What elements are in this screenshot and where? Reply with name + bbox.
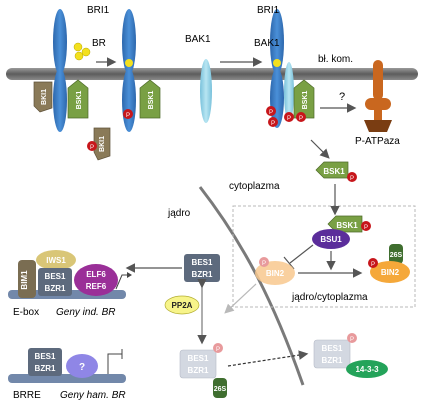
bki1-bound: BKI1 [33,81,53,113]
svg-text:BZR1: BZR1 [188,366,209,375]
svg-text:26S: 26S [390,252,403,259]
question-atpase: ? [339,91,345,103]
svg-text:P: P [350,176,354,182]
svg-text:BIN2: BIN2 [381,268,400,277]
bin2-degradation: 26S BIN2 P [368,244,410,283]
bsk1-cytoplasm: BSK1 P [315,161,357,182]
bki1-released: BKI1 P [87,127,111,161]
bsk1-bound-right: BSK1 [293,79,315,119]
svg-text:P: P [271,121,275,127]
bsk1-bsu1-complex: BSK1 P BSU1 [312,215,371,249]
brre-label: BRRE [13,390,41,401]
phospho-complex: P P P P [266,106,306,127]
repressed-genes-complex: BES1 BZR1 ? [8,348,126,383]
nucleus-cytoplasm-box [232,205,416,308]
arrow-bin2-to-bes1-faded [224,283,257,314]
bsk1-bound-left: BSK1 [67,79,89,119]
p-atpase-label: P-ATPaza [355,136,400,147]
arrow-to-1433 [227,350,309,367]
svg-text:BES1: BES1 [45,272,66,281]
svg-text:BSK1: BSK1 [76,91,83,110]
svg-text:P: P [216,347,220,353]
svg-text:IWS1: IWS1 [46,256,66,265]
svg-text:BZR1: BZR1 [322,356,343,365]
svg-text:BES1: BES1 [322,344,343,353]
svg-text:P: P [350,337,354,343]
bes1-bzr1-phospho: BES1 BZR1 P 26S [179,343,227,398]
svg-text:P: P [364,225,368,231]
svg-text:P: P [269,110,273,116]
svg-text:BIM1: BIM1 [20,270,29,290]
svg-text:14-3-3: 14-3-3 [355,365,379,374]
svg-text:?: ? [79,362,85,373]
svg-text:PP2A: PP2A [172,301,193,310]
induced-genes-complex: BIM1 IWS1 BES1 BZR1 ELF6 REF6 [8,250,132,299]
svg-text:BES1: BES1 [192,258,213,267]
svg-text:BSK1: BSK1 [323,167,345,176]
repressed-genes-label: Geny ham. BR [60,390,126,401]
nucleus-label: jądro [167,208,191,219]
svg-text:BSK1: BSK1 [336,221,358,230]
svg-text:P: P [262,261,266,267]
bak1-label-bound: BAK1 [254,38,280,49]
svg-text:P: P [371,262,375,268]
svg-text:BZR1: BZR1 [35,364,56,373]
bes1-bzr1-nucleus: BES1 BZR1 [184,254,220,282]
svg-text:P: P [299,116,303,122]
svg-text:ELF6: ELF6 [86,270,106,279]
svg-text:BSK1: BSK1 [148,91,155,110]
svg-text:BSU1: BSU1 [320,235,342,244]
svg-text:BES1: BES1 [188,354,209,363]
ebox-label: E-box [13,307,39,318]
p-atpase [364,60,392,132]
bri1-label-left: BRI1 [87,5,110,16]
bes1-bzr1-1433: BES1 BZR1 P 14-3-3 [313,333,388,378]
phospho-bri1-middle: P [123,109,133,119]
svg-text:BZR1: BZR1 [45,284,66,293]
svg-text:P: P [287,116,291,122]
nucleus-cytoplasm-label: jądro/cytoplazma [291,292,368,303]
inhibition-bar [283,256,295,270]
bri1-receptor-inactive [53,9,67,132]
cytoplasm-label: cytoplazma [229,181,280,192]
svg-text:BKI1: BKI1 [41,89,48,105]
bak1-label-free: BAK1 [185,34,211,45]
arrow-bsk1-release [310,139,330,159]
svg-text:26S: 26S [214,386,227,393]
bsk1-bound-middle: BSK1 [139,79,161,119]
br-ligand-label: BR [92,38,106,49]
membrane-label: bł. kom. [318,54,353,65]
svg-text:BSK1: BSK1 [302,91,309,110]
bsu1-inhibits-bin2 [289,244,314,264]
svg-text:P: P [126,113,130,119]
br-ligands [73,42,91,61]
svg-text:BES1: BES1 [35,352,56,361]
cell-membrane [6,68,418,80]
induced-genes-label: Geny ind. BR [56,307,115,318]
svg-text:BZR1: BZR1 [192,270,213,279]
pp2a: PP2A [164,295,200,315]
bri1-label-right: BRI1 [257,5,280,16]
svg-text:REF6: REF6 [86,282,107,291]
svg-text:BIN2: BIN2 [266,269,285,278]
svg-text:P: P [90,145,94,151]
svg-text:BKI1: BKI1 [99,136,106,152]
bak1-free [200,59,212,123]
bin2-inactive: BIN2 P [255,257,295,285]
